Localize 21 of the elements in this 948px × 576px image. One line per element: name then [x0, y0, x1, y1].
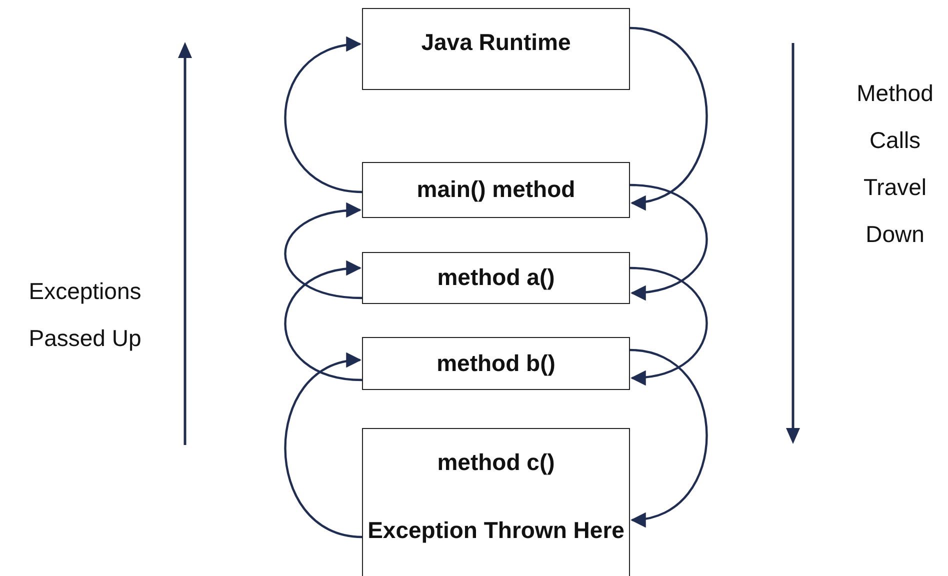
box-label: method b() [436, 350, 556, 378]
curved-arrow [284, 38, 362, 194]
side-note: Method Calls Travel Down [856, 79, 934, 249]
box-label: method a() [437, 264, 555, 292]
method-box [362, 252, 630, 304]
side-note: Exceptions Passed Up [28, 277, 142, 353]
curved-arrow [630, 266, 708, 384]
method-box [362, 8, 630, 90]
box-label: method c() [437, 449, 555, 477]
method-box [362, 428, 630, 576]
curved-arrow [284, 354, 362, 538]
box-label: Java Runtime [421, 29, 571, 57]
method-box [362, 162, 630, 218]
curved-arrow [284, 262, 362, 382]
curved-arrow [284, 203, 362, 300]
curved-arrow [630, 348, 708, 526]
method-box [362, 337, 630, 390]
curved-arrow [630, 26, 708, 209]
box-label: Exception Thrown Here [368, 516, 624, 544]
box-label: main() method [416, 176, 576, 204]
curved-arrow [630, 184, 708, 300]
